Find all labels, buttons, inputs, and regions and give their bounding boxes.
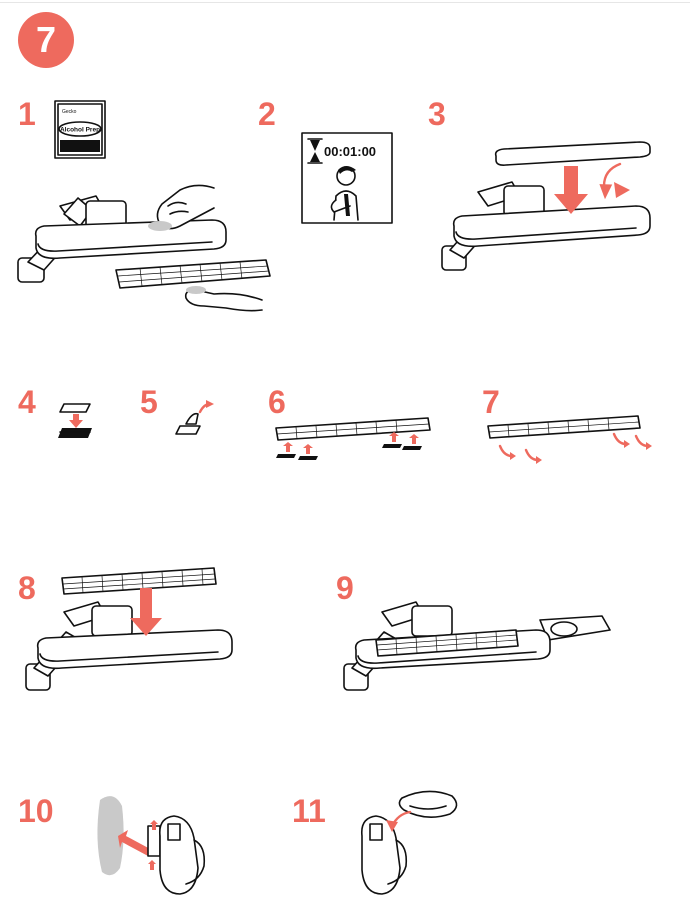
mouse — [550, 621, 578, 637]
peel-pad — [175, 425, 201, 435]
mounting-surface — [97, 796, 124, 876]
hand-with-wipe-lower — [184, 286, 263, 312]
step-number-10: 10 — [18, 793, 54, 829]
step-number-11: 11 — [292, 793, 326, 829]
step-number-3: 3 — [428, 96, 446, 132]
mouse-holder-step10 — [147, 815, 206, 895]
person-checking-watch — [330, 166, 359, 221]
keyboard-tray — [34, 219, 227, 260]
curved-arrow — [602, 162, 622, 188]
keyboard-tray-step3 — [452, 205, 651, 248]
peel-backing — [185, 412, 199, 425]
keyboard-underside-step6 — [275, 417, 431, 460]
wait-timer-text: 00:01:00 — [324, 144, 376, 159]
hourglass-icon — [307, 138, 323, 164]
packet-dark-band — [60, 140, 100, 152]
packet-brand: Gecko — [62, 109, 77, 115]
adhesive-pad-base — [58, 428, 92, 438]
step-number-1: 1 — [18, 96, 36, 132]
down-arrow-small — [69, 414, 83, 428]
top-rule — [0, 2, 690, 3]
adhesive-pad-top — [59, 403, 91, 413]
step-number-6: 6 — [268, 384, 286, 420]
down-arrow-step8 — [130, 588, 162, 636]
keyboard-underside-step7 — [487, 415, 652, 464]
mouse-step11 — [398, 790, 458, 818]
step-number-9: 9 — [336, 570, 354, 606]
mouse-holder-step11 — [360, 815, 408, 895]
keyboard-step8 — [61, 567, 217, 595]
step-number-7: 7 — [482, 384, 500, 420]
step-number-2: 2 — [258, 96, 276, 132]
wrist-rest-pad — [494, 141, 651, 166]
down-arrow — [554, 166, 588, 214]
step-number-4: 4 — [18, 384, 36, 420]
section-badge: 7 — [18, 12, 74, 68]
packet-label: Alcohol Prep — [60, 127, 100, 134]
keyboard-step1 — [115, 259, 271, 289]
step-number-8: 8 — [18, 570, 36, 606]
keyboard-step9 — [375, 629, 519, 657]
attach-arrow — [118, 830, 152, 856]
step-number-5: 5 — [140, 384, 158, 420]
hand-with-wipe — [148, 184, 215, 231]
